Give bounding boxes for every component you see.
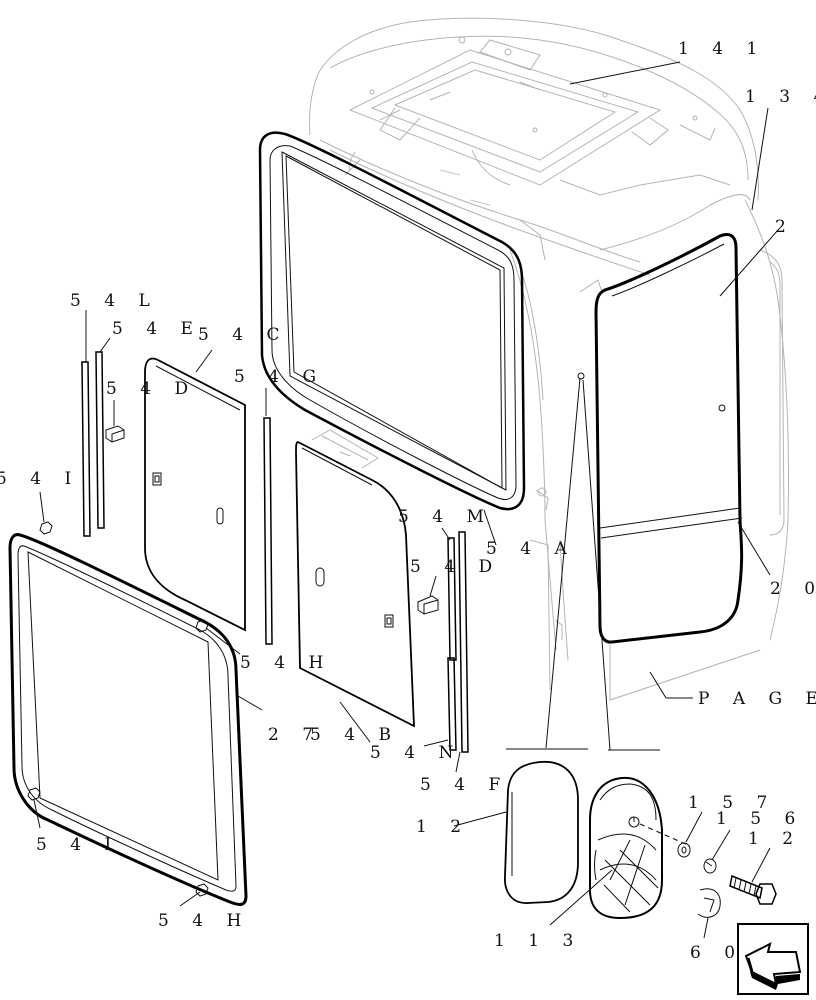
label-134: 1 3 4: [745, 87, 816, 107]
label-54h-mid: 5 4 H: [240, 653, 332, 673]
label-54e: 5 4 E: [112, 319, 202, 339]
label-54l: 5 4 L: [70, 291, 159, 311]
mirror-detail: [504, 761, 777, 920]
label-54m: 5 4 M: [398, 507, 493, 527]
weather-strips: [81, 351, 469, 753]
callout-labels: 1 4 1 1 3 4 2 5 4 L 5 4 E 5 4 C 5 4 G 5 …: [0, 39, 816, 963]
lower-window-seal-27: [8, 533, 248, 906]
label-54f: 5 4 F: [420, 775, 509, 795]
label-2: 2: [775, 217, 795, 237]
label-page-1: P A G E 1: [698, 689, 816, 709]
door-glass-2: [594, 233, 744, 644]
label-113: 1 1 3: [494, 931, 582, 951]
label-54i-bottom: 5 4 I: [36, 835, 120, 855]
label-54h-bottom: 5 4 H: [158, 911, 250, 931]
label-156: 1 5 6: [716, 809, 804, 829]
next-page-arrow-icon[interactable]: [737, 923, 809, 995]
leader-lines: [33, 61, 779, 939]
label-54d-left: 5 4 D: [106, 379, 197, 399]
label-141: 1 4 1: [678, 39, 766, 59]
label-54i-top: 5 4 I: [0, 469, 80, 489]
label-157: 1 5 7: [688, 793, 776, 813]
clips: [27, 425, 439, 897]
side-glass-54b: [295, 429, 415, 728]
side-glass-54c: [144, 357, 246, 632]
label-12: 1 2: [416, 817, 470, 837]
label-20: 2 0: [770, 579, 816, 599]
label-54n: 5 4 N: [370, 743, 462, 763]
cab-body: [309, 17, 789, 701]
label-129: 1 2 9: [748, 829, 816, 849]
label-54d-right: 5 4 D: [410, 557, 501, 577]
label-54g: 5 4 G: [234, 367, 325, 387]
label-54c: 5 4 C: [198, 325, 288, 345]
upper-window-seal-54a: [258, 131, 526, 511]
label-54a: 5 4 A: [486, 539, 576, 559]
label-54b: 5 4 B: [310, 725, 400, 745]
label-27: 2 7: [268, 725, 322, 745]
label-60: 6 0: [690, 943, 744, 963]
